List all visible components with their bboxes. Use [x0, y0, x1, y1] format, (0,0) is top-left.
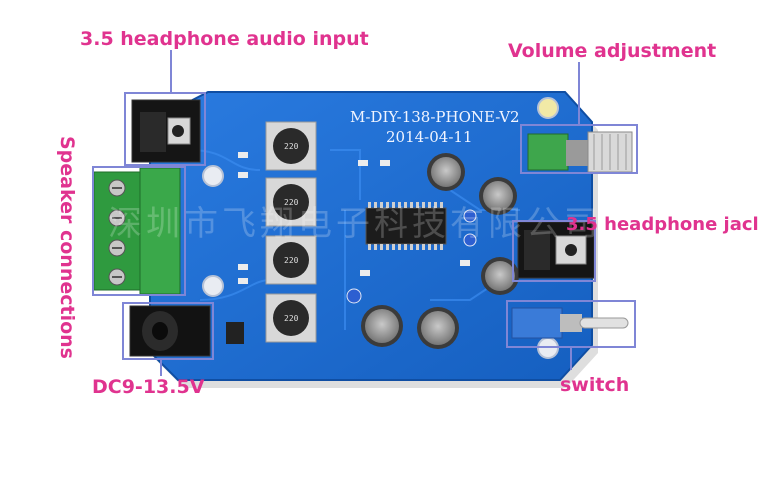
inductor-marking: 220 — [284, 256, 299, 265]
watermark-text: 深圳市飞翔电子科技有限公司 — [108, 204, 602, 244]
power-callout: DC9-13.5V — [92, 376, 205, 398]
audio-input-callout: 3.5 headphone audio input — [80, 28, 369, 50]
toggle-switch — [511, 307, 629, 339]
audio-input-leader — [170, 50, 172, 92]
amplifier-ic — [365, 202, 447, 250]
headphone-jack-callout: 3.5 headphone jacl — [566, 214, 759, 235]
small-capacitors — [346, 209, 477, 304]
smd-components — [238, 152, 470, 284]
board-model-label: M-DIY-138-PHONE-V2 — [350, 108, 520, 126]
volume-callout: Volume adjustment — [508, 40, 717, 62]
inductors — [265, 121, 317, 343]
switch-leader — [570, 348, 572, 370]
audio-input-jack — [131, 99, 201, 163]
power-frame — [122, 302, 214, 360]
power-leader — [160, 360, 162, 376]
audio-input-frame — [124, 92, 206, 166]
switch-callout: switch — [560, 374, 630, 396]
headphone-output-jack — [517, 221, 595, 279]
speaker-terminal-block — [93, 167, 181, 295]
board-date-label: 2014-04-11 — [386, 128, 473, 146]
headphone-jack-frame — [512, 220, 596, 282]
switch-frame — [506, 300, 636, 348]
volume-leader — [578, 62, 580, 124]
dc-power-jack — [129, 305, 244, 357]
inductor-marking: 220 — [284, 314, 299, 323]
inductor-marking: 220 — [284, 142, 299, 151]
speaker-frame — [92, 166, 186, 296]
volume-frame — [520, 124, 638, 174]
capacitors — [361, 153, 519, 349]
volume-potentiometer — [527, 131, 633, 173]
speaker-callout: Speaker connections — [56, 136, 78, 359]
inductor-marking: 220 — [284, 198, 299, 207]
